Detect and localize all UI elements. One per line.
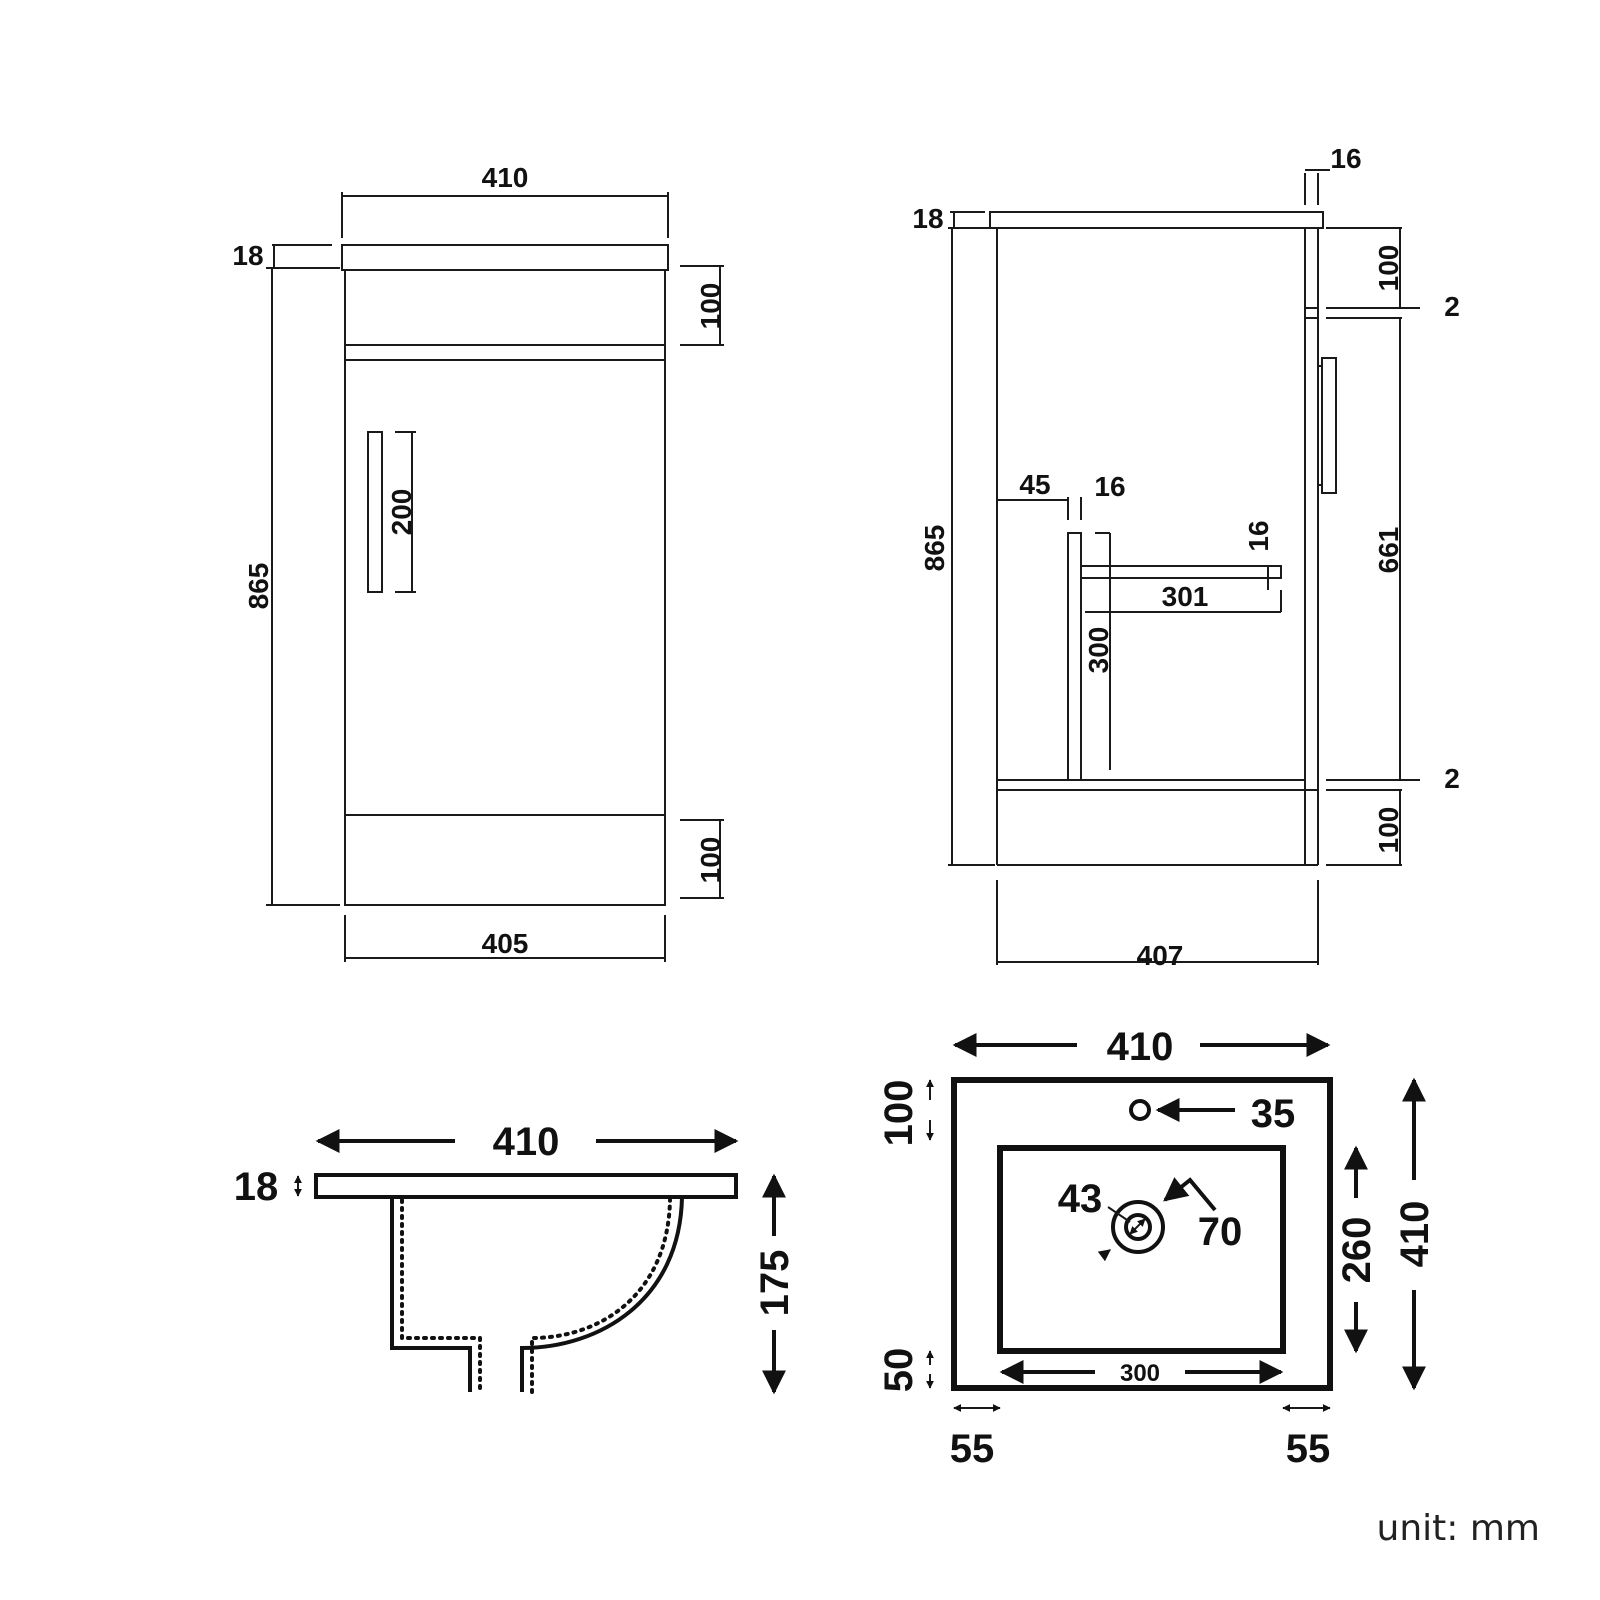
section-width-label: 410	[493, 1120, 560, 1164]
front-plinth-label: 100	[695, 837, 726, 884]
side-height-label: 865	[919, 525, 950, 572]
side-panel-height-label: 300	[1083, 627, 1114, 674]
section-depth-label: 175	[753, 1250, 797, 1317]
plan-waste-outer-label: 70	[1198, 1210, 1243, 1254]
basin-outer-left	[390, 1197, 472, 1392]
side-panel-thickness-label: 16	[1094, 471, 1125, 502]
front-door	[344, 344, 666, 816]
basin-plan: 410 100 35 43 70 260 410 50 300	[877, 1025, 1437, 1471]
front-handle	[367, 431, 383, 593]
plan-left-margin-label: 55	[950, 1427, 995, 1471]
front-view: 410 18 865 100 200 100 405	[232, 162, 726, 962]
side-shelf-depth-label: 301	[1162, 581, 1209, 612]
front-plinth	[344, 814, 666, 906]
side-door-height-label: 661	[1373, 527, 1404, 574]
plan-front-margin-label: 50	[877, 1348, 921, 1393]
front-top-thickness-label: 18	[232, 240, 263, 271]
plan-bowl-depth-label: 260	[1335, 1217, 1379, 1284]
basin-inner-left	[400, 1198, 482, 1394]
front-top-rail	[344, 269, 666, 361]
side-overhang-label: 16	[1330, 143, 1361, 174]
side-top-rail-label: 100	[1373, 245, 1404, 292]
side-plinth-label: 100	[1373, 807, 1404, 854]
tap-hole	[1129, 1099, 1151, 1121]
waste-inner	[1124, 1213, 1152, 1241]
basin-inner-right	[530, 1198, 672, 1394]
side-gap-top-label: 2	[1444, 291, 1460, 322]
side-worktop	[989, 211, 1324, 229]
front-handle-length-label: 200	[386, 489, 417, 536]
plan-bowl-width-label: 300	[1120, 1360, 1160, 1387]
side-shelf-thickness-label: 16	[1243, 520, 1274, 551]
front-worktop	[341, 244, 669, 271]
side-shelf	[1080, 565, 1282, 579]
section-rim-label: 18	[234, 1165, 279, 1209]
plan-tap-hole-label: 35	[1251, 1092, 1296, 1136]
basin-rim	[314, 1173, 738, 1199]
front-top-rail-label: 100	[695, 283, 726, 330]
front-base-width-label: 405	[482, 928, 529, 959]
plan-depth-label: 410	[1393, 1201, 1437, 1268]
side-top-thickness-label: 18	[912, 203, 943, 234]
basin-bowl-outline	[997, 1145, 1286, 1354]
side-internal-panel	[1067, 532, 1082, 781]
basin-outer-right	[520, 1196, 684, 1392]
side-handle	[1321, 357, 1337, 494]
plan-right-margin-label: 55	[1286, 1427, 1331, 1471]
plan-back-margin-label: 100	[877, 1080, 921, 1147]
front-top-width-label: 410	[482, 162, 529, 193]
front-height-label: 865	[243, 563, 274, 610]
side-gap-bottom-label: 2	[1444, 763, 1460, 794]
plan-width-label: 410	[1107, 1025, 1174, 1069]
side-view: 16 18 865 100 2 661 2 100 407	[912, 143, 1459, 971]
plan-waste-inner-label: 43	[1058, 1177, 1103, 1221]
side-depth-label: 407	[1137, 940, 1184, 971]
basin-section: 410 18 175	[234, 1120, 797, 1395]
unit-label: unit: mm	[1377, 1508, 1540, 1549]
side-panel-offset-label: 45	[1019, 469, 1050, 500]
basin-plan-outline	[951, 1077, 1333, 1391]
waste-outer	[1111, 1200, 1165, 1254]
